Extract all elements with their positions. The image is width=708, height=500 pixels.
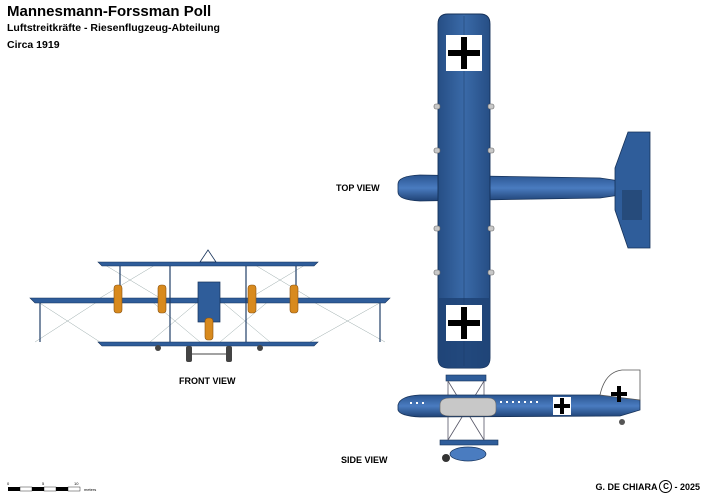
cross-insignia-side: [553, 397, 571, 415]
scale-tick-5: 5: [42, 481, 45, 486]
subtitle: Luftstreitkräfte - Riesenflugzeug-Abteil…: [7, 22, 220, 34]
top-view: [397, 13, 651, 369]
front-view: [29, 249, 391, 362]
scale-bar: 0 5 10 meters: [7, 481, 96, 492]
date-label: Circa 1919: [7, 39, 60, 51]
scale-tick-0: 0: [7, 481, 10, 486]
side-view: [397, 369, 641, 462]
year: - 2025: [674, 481, 700, 492]
cross-insignia-bottom: [446, 305, 482, 341]
cross-insignia-tail: [611, 386, 627, 402]
page-title: Mannesmann-Forssman Poll: [7, 3, 212, 20]
cross-insignia-top: [446, 35, 482, 71]
scale-unit: meters: [84, 487, 96, 492]
credit: G. DE CHIARA C - 2025: [595, 480, 700, 493]
author: G. DE CHIARA: [595, 481, 658, 492]
top-view-label: TOP VIEW: [336, 183, 380, 193]
copyright-icon: C: [659, 480, 673, 493]
scale-tick-10: 10: [74, 481, 79, 486]
side-view-label: SIDE VIEW: [341, 455, 388, 465]
front-view-label: FRONT VIEW: [179, 376, 236, 386]
